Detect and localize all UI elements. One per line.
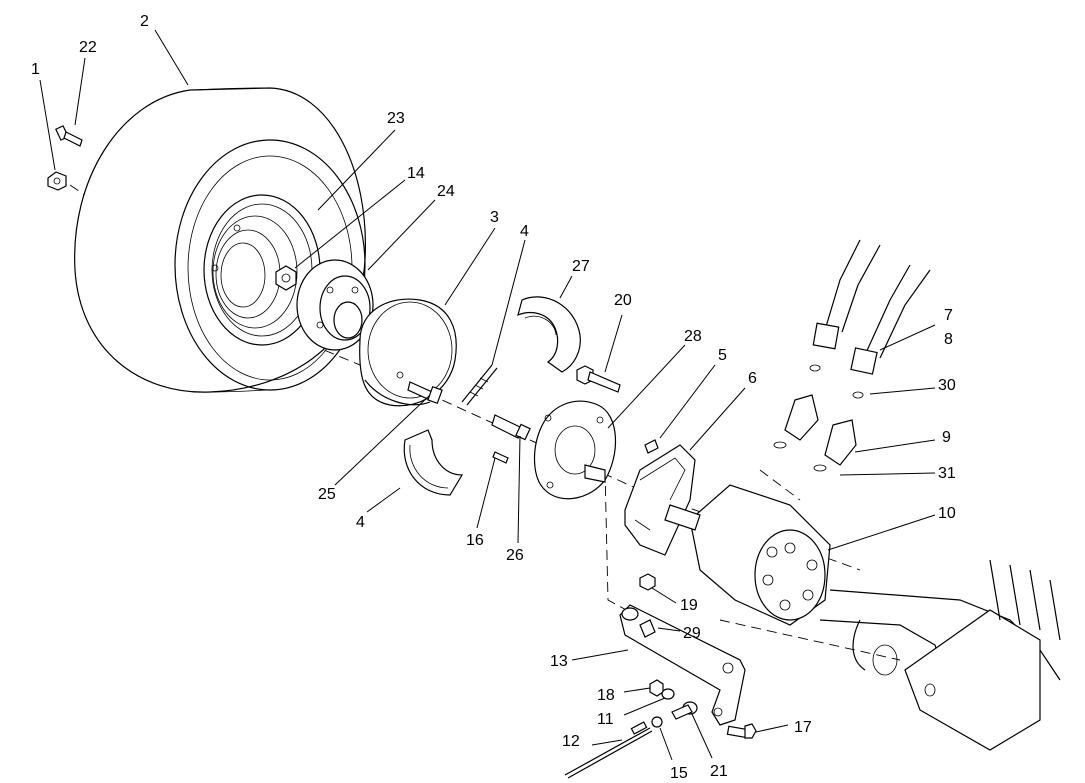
nut: [639, 573, 656, 591]
bolt: [576, 365, 621, 393]
callout-7: 7: [944, 307, 953, 324]
callout-22: 22: [79, 39, 97, 56]
spring-pin: [461, 364, 498, 406]
callout-2: 2: [140, 13, 149, 30]
callout-23: 23: [387, 110, 405, 127]
callout-15: 15: [670, 765, 688, 782]
callout-11: 11: [597, 711, 614, 728]
key: [644, 439, 659, 454]
callout-29: 29: [683, 625, 701, 642]
screw: [492, 451, 509, 464]
callout-1: 1: [31, 61, 40, 78]
callout-30: 30: [938, 377, 956, 394]
callout-19: 19: [680, 597, 698, 614]
small-hardware: [649, 679, 698, 728]
brake-shoe-lower: [403, 429, 464, 496]
brake-shoe-upper: [517, 296, 581, 373]
brake-cable: [564, 721, 653, 779]
callout-17: 17: [794, 719, 812, 736]
lever-bolt: [726, 723, 757, 739]
callout-28: 28: [684, 328, 702, 345]
hydraulic-motor: [664, 484, 831, 626]
callout-8: 8: [944, 331, 953, 348]
wheel-stud: [407, 381, 443, 405]
lug-nut-callout-1: [47, 171, 67, 191]
wheel-bolt-callout-22: [55, 125, 83, 147]
callout-9: 9: [942, 429, 951, 446]
callout-16: 16: [466, 532, 484, 549]
callout-13: 13: [550, 653, 568, 670]
callout-12: 12: [562, 733, 580, 750]
mounting-bracket: [624, 444, 696, 556]
callout-6: 6: [748, 370, 757, 387]
callout-26: 26: [506, 547, 524, 564]
callout-25: 25: [318, 486, 336, 503]
brake-drum: [359, 298, 457, 407]
callout-5: 5: [718, 347, 727, 364]
lug-nut: [275, 265, 297, 291]
callout-14: 14: [407, 165, 425, 182]
hydraulic-hoses: [812, 239, 931, 375]
brake-cam: [491, 414, 531, 441]
callout-20: 20: [614, 292, 632, 309]
callout-21: 21: [710, 763, 728, 780]
callout-18: 18: [597, 687, 615, 704]
brake-lever: [619, 604, 746, 726]
callout-4b: 4: [356, 514, 365, 531]
callout-3: 3: [490, 209, 499, 226]
callout-10: 10: [938, 505, 956, 522]
leader-lines: [39, 29, 936, 761]
callout-31: 31: [938, 465, 956, 482]
callout-27: 27: [572, 258, 590, 275]
hydraulic-fittings: [773, 364, 864, 472]
wheel-hub: [296, 259, 374, 351]
callout-labels: 1 2 3 4 4 5 6 7 8 9 10 11 12 13 14 15 16…: [31, 13, 956, 782]
callout-4a: 4: [520, 223, 529, 240]
clip: [639, 619, 656, 638]
frame: [819, 559, 1061, 751]
backing-plate: [533, 400, 616, 500]
callout-24: 24: [437, 183, 455, 200]
